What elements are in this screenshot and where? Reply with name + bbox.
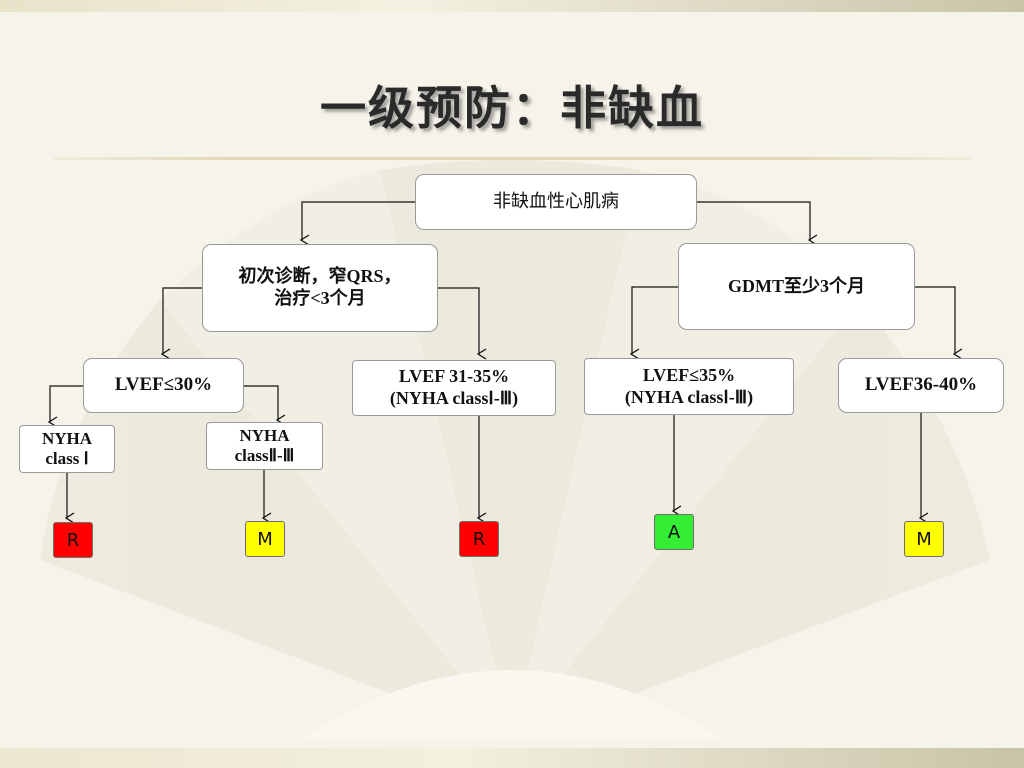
node-nyha-class-1: NYHA class Ⅰ [19, 425, 115, 473]
recommendation-r-nyha1: R [53, 522, 93, 558]
node-nonischemic-cardiomyopathy: 非缺血性心肌病 [415, 174, 697, 230]
node-nyha-class-2-3: NYHA classⅡ-Ⅲ [206, 422, 323, 470]
recommendation-label: M [916, 528, 932, 550]
bottom-decor-band [0, 748, 1024, 768]
node-lvef-le-30: LVEF≤30% [83, 358, 244, 413]
node-label: NYHA class Ⅰ [41, 428, 93, 468]
node-label: LVEF36-40% [864, 374, 978, 396]
edge-root-gdmt [697, 201, 818, 246]
recommendation-label: A [667, 521, 681, 543]
title-divider [54, 157, 972, 160]
recommendation-m-lvef3640: M [904, 521, 944, 557]
node-label: LVEF≤35% (NYHA classⅠ-Ⅲ) [624, 364, 754, 407]
top-decor-band [0, 0, 1024, 12]
edge-initial-lvef3135 [438, 287, 487, 360]
slide-title: 一级预防：非缺血 [320, 81, 704, 135]
recommendation-a-lvef35: A [654, 514, 694, 550]
node-label: 初次诊断，窄QRS， 治疗<3个月 [238, 266, 402, 308]
recommendation-r-lvef3135: R [459, 521, 499, 557]
edge-initial-lvef30 [160, 287, 202, 360]
node-label: LVEF≤30% [114, 374, 213, 396]
node-label: 非缺血性心肌病 [493, 191, 619, 213]
edge-root-initial [299, 201, 415, 246]
edge-gdmt-lvef35 [629, 286, 678, 360]
node-label: NYHA classⅡ-Ⅲ [234, 425, 295, 465]
node-gdmt-3-months: GDMT至少3个月 [678, 243, 915, 330]
recommendation-m-nyha23: M [245, 521, 285, 557]
node-lvef-36-40: LVEF36-40% [838, 358, 1004, 413]
recommendation-label: R [472, 528, 486, 550]
edge-lvef30-nyha23 [244, 385, 286, 426]
edge-gdmt-lvef3640 [915, 286, 963, 360]
node-label: GDMT至少3个月 [728, 275, 865, 296]
node-initial-diagnosis: 初次诊断，窄QRS， 治疗<3个月 [202, 244, 438, 332]
node-lvef-31-35: LVEF 31-35% (NYHA classⅠ-Ⅲ) [352, 360, 556, 416]
node-lvef-le-35: LVEF≤35% (NYHA classⅠ-Ⅲ) [584, 358, 794, 415]
recommendation-label: R [66, 529, 80, 551]
node-label: LVEF 31-35% (NYHA classⅠ-Ⅲ) [389, 366, 519, 408]
edge-lvef30-nyha1 [47, 385, 83, 428]
recommendation-label: M [257, 528, 273, 550]
